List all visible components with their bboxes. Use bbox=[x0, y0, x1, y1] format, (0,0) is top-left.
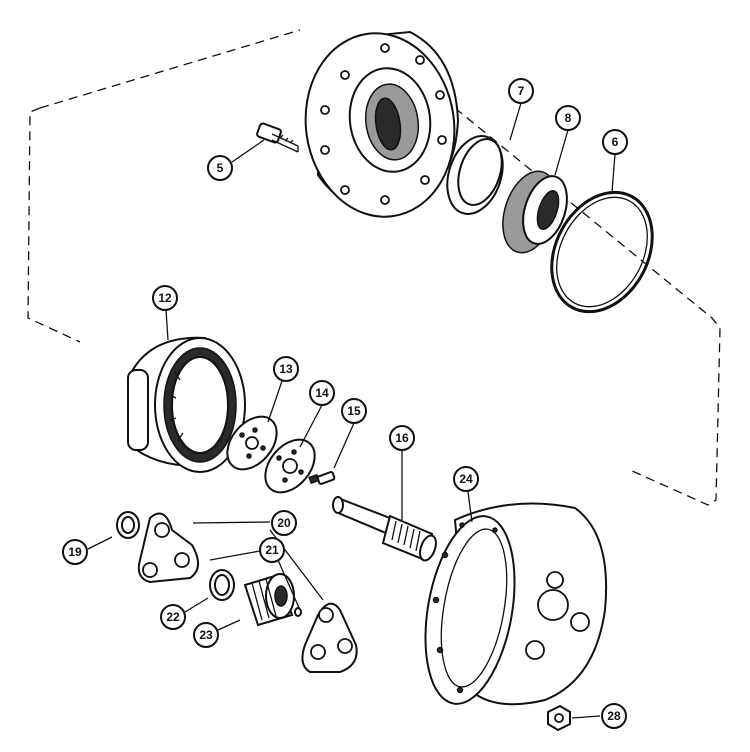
callout-label: 6 bbox=[612, 135, 619, 149]
callout-label: 20 bbox=[277, 516, 291, 530]
callout-5: 5 bbox=[207, 155, 233, 181]
callout-label: 8 bbox=[565, 111, 572, 125]
thrust-washer-b bbox=[264, 438, 316, 494]
callout-20: 20 bbox=[271, 510, 297, 536]
callout-label: 12 bbox=[158, 291, 172, 305]
wheel-stud bbox=[256, 122, 299, 153]
callout-12: 12 bbox=[152, 285, 178, 311]
callout-24: 24 bbox=[453, 466, 479, 492]
callout-28: 28 bbox=[601, 703, 627, 729]
thrust-plate-left bbox=[137, 512, 199, 584]
hex-nut bbox=[547, 704, 571, 732]
callout-label: 23 bbox=[199, 628, 213, 642]
ring-gear bbox=[127, 336, 246, 473]
planet-gear bbox=[243, 573, 302, 627]
callout-6: 6 bbox=[602, 129, 628, 155]
callout-label: 15 bbox=[347, 404, 361, 418]
callout-label: 21 bbox=[265, 543, 279, 557]
input-shaft bbox=[332, 496, 437, 562]
o-ring-seal bbox=[550, 190, 654, 314]
callout-label: 22 bbox=[166, 610, 180, 624]
callout-7: 7 bbox=[508, 78, 534, 104]
wheel-hub bbox=[304, 30, 460, 218]
planet-carrier bbox=[424, 502, 608, 706]
callout-19: 19 bbox=[62, 539, 88, 565]
callout-label: 14 bbox=[315, 386, 329, 400]
callout-21: 21 bbox=[259, 537, 285, 563]
callout-13: 13 bbox=[273, 356, 299, 382]
thrust-plate-right bbox=[301, 602, 358, 673]
callout-label: 7 bbox=[518, 84, 525, 98]
washer bbox=[116, 511, 140, 539]
cap-screw bbox=[308, 471, 336, 485]
callout-label: 24 bbox=[459, 472, 473, 486]
callout-8: 8 bbox=[555, 105, 581, 131]
callout-label: 28 bbox=[607, 709, 621, 723]
callout-16: 16 bbox=[389, 425, 415, 451]
callout-14: 14 bbox=[309, 380, 335, 406]
bearing-cone bbox=[502, 170, 568, 254]
callout-15: 15 bbox=[341, 398, 367, 424]
callout-23: 23 bbox=[193, 622, 219, 648]
bushing bbox=[209, 569, 235, 601]
callout-label: 16 bbox=[395, 431, 409, 445]
callout-label: 13 bbox=[279, 362, 293, 376]
bearing-cup bbox=[446, 135, 504, 215]
callout-22: 22 bbox=[160, 604, 186, 630]
thrust-washer-a bbox=[226, 415, 278, 471]
callout-label: 5 bbox=[217, 161, 224, 175]
callout-label: 19 bbox=[68, 545, 82, 559]
